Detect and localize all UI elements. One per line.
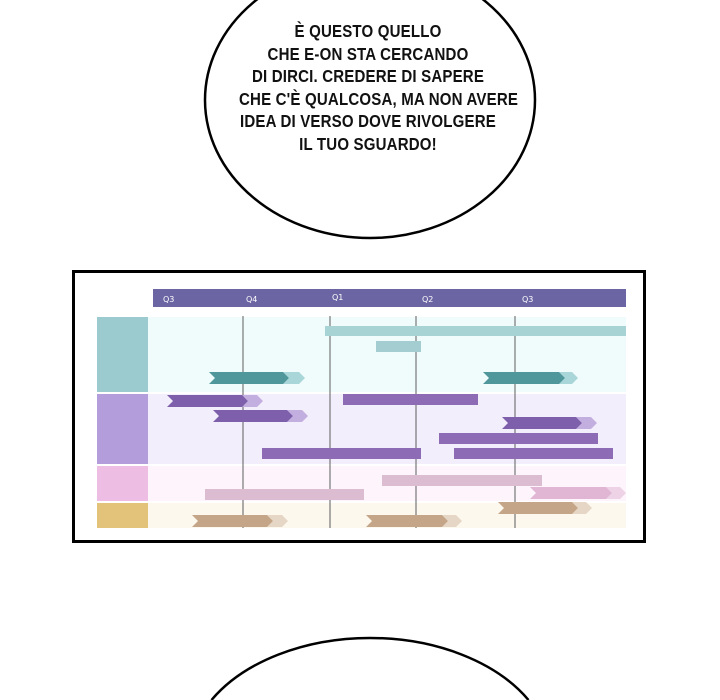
roadmap-bar bbox=[343, 394, 478, 405]
speech-line: DI DIRCI. CREDERE DI SAPERE bbox=[251, 66, 485, 86]
roadmap-arrow bbox=[167, 395, 248, 407]
roadmap-arrow-tip bbox=[242, 395, 263, 407]
roadmap-arrow bbox=[483, 372, 565, 384]
speech-line: IL TUO SGUARDO! bbox=[299, 133, 437, 154]
roadmap-bar bbox=[325, 326, 626, 336]
quarter-label: Q1 bbox=[332, 293, 343, 302]
roadmap-arrow bbox=[209, 372, 289, 384]
quarter-label: Q3 bbox=[163, 295, 174, 304]
roadmap-bar bbox=[262, 448, 421, 459]
roadmap-arrow-tip bbox=[283, 372, 305, 384]
speech-text: È QUESTO QUELLO CHE E-ON STA CERCANDO DI… bbox=[239, 20, 519, 155]
quarter-header bbox=[153, 289, 626, 307]
roadmap-arrow bbox=[502, 417, 582, 429]
quarter-label: Q4 bbox=[246, 295, 257, 304]
roadmap-arrow bbox=[366, 515, 448, 527]
roadmap-arrow-tip bbox=[572, 502, 592, 514]
roadmap-bar bbox=[382, 475, 542, 486]
speech-line: CHE C'È QUALCOSA, MA NON AVERE bbox=[239, 88, 519, 109]
roadmap-bar bbox=[376, 341, 421, 352]
roadmap-arrow bbox=[213, 410, 293, 422]
quarter-label: Q3 bbox=[522, 295, 533, 304]
roadmap-arrow-tip bbox=[267, 515, 288, 527]
roadmap-bar bbox=[205, 489, 364, 500]
roadmap-bar bbox=[439, 433, 598, 444]
speech-line: È QUESTO QUELLO bbox=[294, 21, 442, 41]
quarter-label: Q2 bbox=[422, 295, 433, 304]
row-label-teal bbox=[97, 317, 148, 392]
roadmap-arrow bbox=[192, 515, 273, 527]
speech-line: IDEA DI VERSO DOVE RIVOLGERE bbox=[240, 111, 496, 131]
speech-line: CHE E-ON STA CERCANDO bbox=[267, 43, 469, 64]
roadmap-arrow-tip bbox=[559, 372, 578, 384]
row-label-purple bbox=[97, 394, 148, 464]
roadmap-arrow bbox=[498, 502, 578, 514]
row-label-gold bbox=[97, 503, 148, 528]
roadmap-arrow bbox=[530, 487, 612, 499]
roadmap-bars bbox=[167, 326, 626, 527]
roadmap-arrow-tip bbox=[442, 515, 462, 527]
row-label-pink bbox=[97, 466, 148, 501]
roadmap-arrow-tip bbox=[287, 410, 308, 422]
speech-bubble-bottom bbox=[210, 636, 530, 700]
roadmap-arrow-tip bbox=[576, 417, 597, 429]
roadmap-bar bbox=[454, 448, 613, 459]
roadmap-arrow-tip bbox=[606, 487, 626, 499]
speech-bubble-top-outline bbox=[203, 0, 537, 240]
